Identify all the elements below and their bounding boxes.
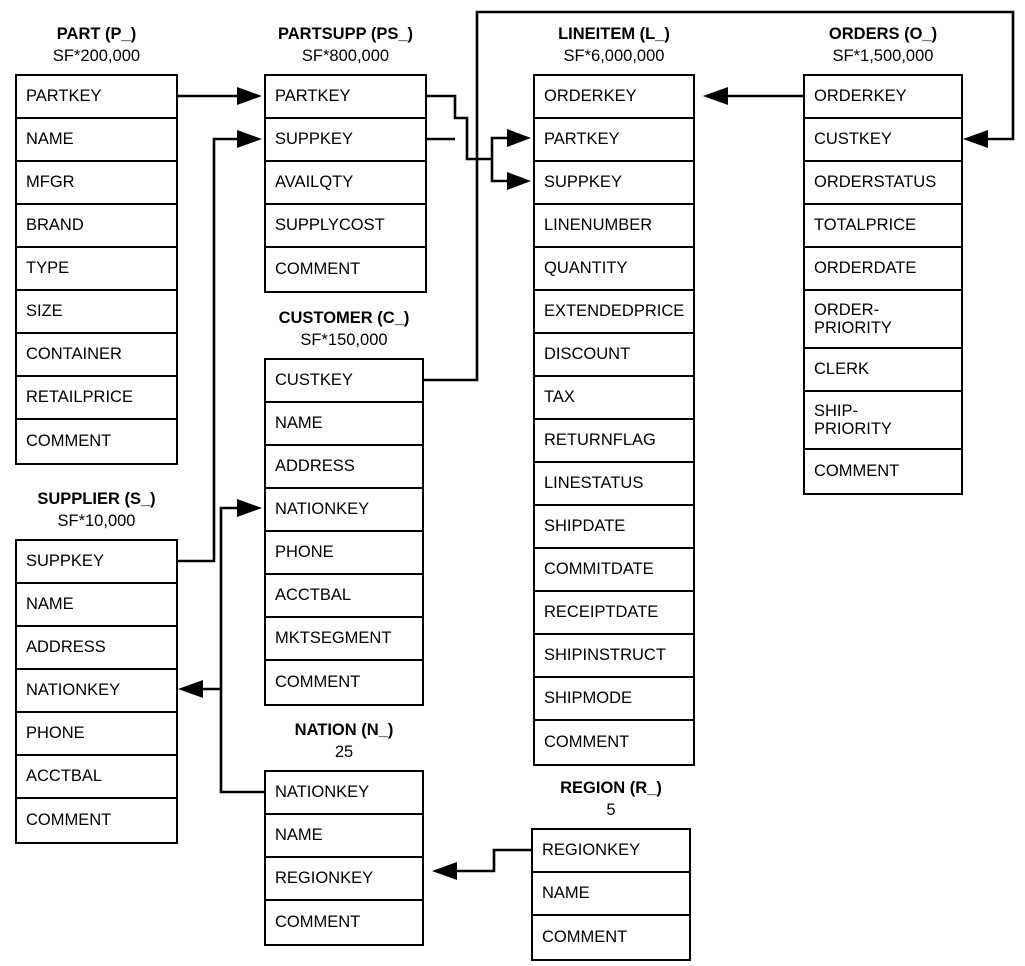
- entity-title-orders: ORDERS (O_): [828, 25, 938, 43]
- attribute-partsupp-suppkey[interactable]: SUPPKEY: [266, 119, 425, 162]
- attribute-supplier-phone[interactable]: PHONE: [17, 713, 176, 756]
- attribute-part-comment[interactable]: COMMENT: [17, 420, 176, 463]
- attribute-lineitem-linenumber[interactable]: LINENUMBER: [535, 205, 693, 248]
- attribute-customer-nationkey[interactable]: NATIONKEY: [266, 489, 422, 532]
- attribute-lineitem-extendedprice[interactable]: EXTENDEDPRICE: [535, 291, 693, 334]
- entity-cardinality-nation: 25: [334, 743, 354, 761]
- entity-title-supplier: SUPPLIER (S_): [37, 490, 156, 508]
- attribute-partsupp-partkey[interactable]: PARTKEY: [266, 76, 425, 119]
- attribute-part-retailprice[interactable]: RETAILPRICE: [17, 377, 176, 420]
- attribute-customer-comment[interactable]: COMMENT: [266, 661, 422, 704]
- entity-title-partsupp: PARTSUPP (PS_): [277, 25, 414, 43]
- entity-cardinality-supplier: SF*10,000: [57, 512, 136, 530]
- attribute-nation-regionkey[interactable]: REGIONKEY: [266, 858, 422, 901]
- attribute-lineitem-commitdate[interactable]: COMMITDATE: [535, 549, 693, 592]
- attribute-orders-ship-priority[interactable]: SHIP- PRIORITY: [805, 392, 961, 450]
- attribute-orders-clerk[interactable]: CLERK: [805, 349, 961, 392]
- attribute-customer-custkey[interactable]: CUSTKEY: [266, 360, 422, 403]
- attribute-orders-totalprice[interactable]: TOTALPRICE: [805, 205, 961, 248]
- attribute-lineitem-orderkey[interactable]: ORDERKEY: [535, 76, 693, 119]
- entity-title-customer: CUSTOMER (C_): [278, 309, 410, 327]
- entity-title-part: PART (P_): [56, 25, 137, 43]
- entity-cardinality-lineitem: SF*6,000,000: [563, 47, 665, 65]
- attribute-orders-orderstatus[interactable]: ORDERSTATUS: [805, 162, 961, 205]
- attribute-part-brand[interactable]: BRAND: [17, 205, 176, 248]
- attribute-region-comment[interactable]: COMMENT: [533, 916, 689, 959]
- entity-title-lineitem: LINEITEM (L_): [558, 25, 670, 43]
- attribute-partsupp-supplycost[interactable]: SUPPLYCOST: [266, 205, 425, 248]
- attribute-part-partkey[interactable]: PARTKEY: [17, 76, 176, 119]
- entity-title-nation: NATION (N_): [294, 721, 394, 739]
- attribute-part-mfgr[interactable]: MFGR: [17, 162, 176, 205]
- attribute-part-size[interactable]: SIZE: [17, 291, 176, 334]
- attribute-part-name[interactable]: NAME: [17, 119, 176, 162]
- entity-cardinality-customer: SF*150,000: [300, 331, 388, 349]
- entity-cardinality-part: SF*200,000: [52, 47, 141, 65]
- attribute-lineitem-returnflag[interactable]: RETURNFLAG: [535, 420, 693, 463]
- attribute-lineitem-quantity[interactable]: QUANTITY: [535, 248, 693, 291]
- attribute-lineitem-shipmode[interactable]: SHIPMODE: [535, 678, 693, 721]
- attribute-lineitem-suppkey[interactable]: SUPPKEY: [535, 162, 693, 205]
- attribute-orders-orderkey[interactable]: ORDERKEY: [805, 76, 961, 119]
- attribute-lineitem-discount[interactable]: DISCOUNT: [535, 334, 693, 377]
- connector-nation-customer-supplier: [178, 499, 264, 794]
- attribute-supplier-name[interactable]: NAME: [17, 584, 176, 627]
- entity-cardinality-orders: SF*1,500,000: [832, 47, 934, 65]
- connector-supplier-partsupp: [178, 130, 262, 563]
- attribute-orders-orderdate[interactable]: ORDERDATE: [805, 248, 961, 291]
- attribute-supplier-acctbal[interactable]: ACCTBAL: [17, 756, 176, 799]
- entity-cardinality-partsupp: SF*800,000: [301, 47, 390, 65]
- connector-region-nation: [432, 848, 531, 880]
- connector-partsupp-lineitem: [427, 94, 531, 190]
- attribute-orders-custkey[interactable]: CUSTKEY: [805, 119, 961, 162]
- attribute-lineitem-linestatus[interactable]: LINESTATUS: [535, 463, 693, 506]
- attribute-lineitem-tax[interactable]: TAX: [535, 377, 693, 420]
- attribute-supplier-nationkey[interactable]: NATIONKEY: [17, 670, 176, 713]
- attribute-lineitem-comment[interactable]: COMMENT: [535, 721, 693, 764]
- attribute-nation-name[interactable]: NAME: [266, 815, 422, 858]
- attribute-customer-acctbal[interactable]: ACCTBAL: [266, 575, 422, 618]
- attribute-nation-nationkey[interactable]: NATIONKEY: [266, 772, 422, 815]
- attribute-nation-comment[interactable]: COMMENT: [266, 901, 422, 944]
- attribute-customer-mktsegment[interactable]: MKTSEGMENT: [266, 618, 422, 661]
- attribute-supplier-suppkey[interactable]: SUPPKEY: [17, 541, 176, 584]
- connector-part-partsupp: [178, 87, 262, 105]
- attribute-partsupp-availqty[interactable]: AVAILQTY: [266, 162, 425, 205]
- attribute-supplier-comment[interactable]: COMMENT: [17, 799, 176, 842]
- attribute-lineitem-partkey[interactable]: PARTKEY: [535, 119, 693, 162]
- attribute-lineitem-shipdate[interactable]: SHIPDATE: [535, 506, 693, 549]
- attribute-customer-phone[interactable]: PHONE: [266, 532, 422, 575]
- connector-orders-lineitem: [703, 87, 803, 105]
- attribute-part-type[interactable]: TYPE: [17, 248, 176, 291]
- entity-cardinality-region: 5: [606, 801, 616, 819]
- attribute-part-container[interactable]: CONTAINER: [17, 334, 176, 377]
- entity-title-region: REGION (R_): [560, 779, 662, 797]
- attribute-partsupp-comment[interactable]: COMMENT: [266, 248, 425, 291]
- attribute-region-regionkey[interactable]: REGIONKEY: [533, 830, 689, 873]
- attribute-lineitem-shipinstruct[interactable]: SHIPINSTRUCT: [535, 635, 693, 678]
- attribute-orders-comment[interactable]: COMMENT: [805, 450, 961, 493]
- attribute-customer-address[interactable]: ADDRESS: [266, 446, 422, 489]
- attribute-region-name[interactable]: NAME: [533, 873, 689, 916]
- attribute-customer-name[interactable]: NAME: [266, 403, 422, 446]
- attribute-orders-order-priority[interactable]: ORDER- PRIORITY: [805, 291, 961, 349]
- attribute-lineitem-receiptdate[interactable]: RECEIPTDATE: [535, 592, 693, 635]
- attribute-supplier-address[interactable]: ADDRESS: [17, 627, 176, 670]
